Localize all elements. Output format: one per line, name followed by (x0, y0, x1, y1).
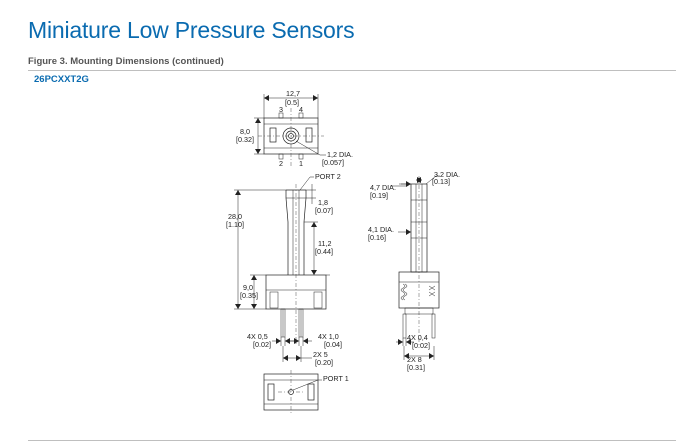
pin-length-mm: 4X 1,0 (318, 332, 339, 341)
top-height-mm: 8,0 (240, 127, 250, 136)
inner-dia-mm: 3.2 DIA. (434, 170, 460, 179)
tip-mm: 1,8 (318, 198, 328, 207)
overall-height-mm: 28,0 (228, 212, 242, 221)
tip-in: [0.07] (315, 206, 333, 215)
hole-dia-in: [0.057] (322, 158, 344, 167)
overall-height-in: [1.10] (226, 220, 244, 229)
side-pitch-in: [0.31] (407, 363, 425, 372)
side-view: 4,7 DIA. [0.19] 3.2 DIA. [0.13] 4,1 DIA.… (368, 170, 460, 372)
pin-3-label: 3 (279, 105, 283, 114)
mid-dia-mm: 4,1 DIA. (368, 225, 394, 234)
port-2-nozzle (285, 190, 307, 275)
top-view: 12,7 [0.5] 3 4 2 1 8,0 [0.32] 1,2 DIA. [… (236, 89, 353, 168)
port-2-label: PORT 2 (315, 172, 341, 181)
pin-2-label: 2 (279, 159, 283, 168)
footer-divider (28, 440, 676, 441)
pin-pitch-mm: 2X 5 (313, 350, 328, 359)
pin-length-in: [0.04] (324, 340, 342, 349)
bottom-view: PORT 1 (263, 370, 349, 414)
hole-dia-mm: 1,2 DIA. (327, 150, 353, 159)
caption-divider (28, 70, 676, 71)
front-view: PORT 2 1,8 [0.07] 28,0 [1.10] 11,2 [0.44… (226, 172, 342, 367)
tube-length-mm: 11,2 (318, 239, 331, 248)
base-height-mm: 9,0 (243, 283, 253, 292)
pin-width-mm: 4X 0,5 (247, 332, 268, 341)
side-pin-mm: 4X 0,4 (407, 333, 428, 342)
figure-caption: Figure 3. Mounting Dimensions (continued… (28, 56, 224, 67)
pin-4-label: 4 (299, 105, 303, 114)
outer-dia-mm: 4,7 DIA. (370, 183, 396, 192)
tube-length-in: [0.44] (315, 247, 333, 256)
outer-dia-in: [0.19] (370, 191, 388, 200)
inner-dia-in: [0.13] (432, 177, 450, 186)
side-pin-in: [0.02] (412, 341, 430, 350)
top-height-in: [0.32] (236, 135, 254, 144)
pin-pitch-in: [0.20] (315, 358, 333, 367)
part-number-label: 26PCXXT2G (34, 74, 89, 85)
top-width-in: [0.5] (285, 98, 299, 107)
pin-width-in: [0.02] (253, 340, 271, 349)
base-height-in: [0.35] (240, 291, 258, 300)
mid-dia-in: [0.16] (368, 233, 386, 242)
pin-1-label: 1 (299, 159, 303, 168)
front-view-body (265, 274, 327, 310)
page-title: Miniature Low Pressure Sensors (28, 17, 355, 43)
port-1-label: PORT 1 (323, 374, 349, 383)
top-width-mm: 12,7 (286, 89, 300, 98)
side-pitch-mm: 2X 8 (407, 355, 422, 364)
